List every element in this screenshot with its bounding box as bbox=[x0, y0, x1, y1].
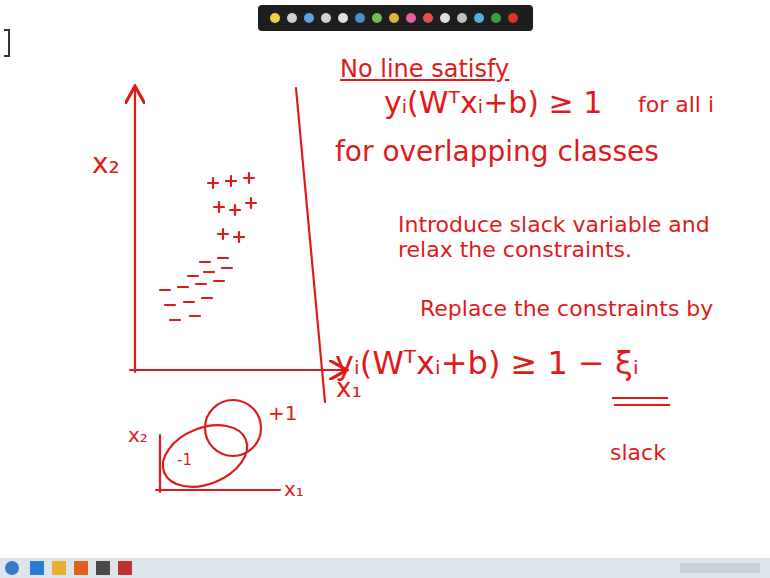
class-label: +1 bbox=[268, 402, 297, 425]
class-label: -1 bbox=[177, 452, 192, 469]
slack-caption: slack bbox=[610, 440, 666, 465]
relaxed-equation: yᵢ(Wᵀxᵢ+b) ≥ 1 − ξᵢ bbox=[335, 345, 639, 382]
axis-label: x₂ bbox=[92, 148, 120, 180]
heading-note: No line satisfy bbox=[340, 56, 509, 84]
constraint-note: for all i bbox=[638, 92, 714, 117]
scatter-plot bbox=[130, 88, 345, 402]
axis-label: x₁ bbox=[336, 374, 362, 404]
slack-underline bbox=[612, 398, 670, 405]
axis-label: x₂ bbox=[128, 424, 148, 447]
pen-toolbar bbox=[258, 5, 533, 31]
overlap-sketch bbox=[154, 400, 280, 498]
condition-note: for overlapping classes bbox=[335, 136, 659, 168]
axis-label: x₁ bbox=[284, 478, 304, 501]
constraint-equation: yᵢ(Wᵀxᵢ+b) ≥ 1 bbox=[384, 86, 602, 121]
slack-note: Introduce slack variable and relax the c… bbox=[398, 212, 758, 263]
edge-bracket bbox=[4, 30, 9, 56]
replace-note: Replace the constraints by bbox=[420, 296, 713, 321]
taskbar bbox=[0, 558, 770, 578]
